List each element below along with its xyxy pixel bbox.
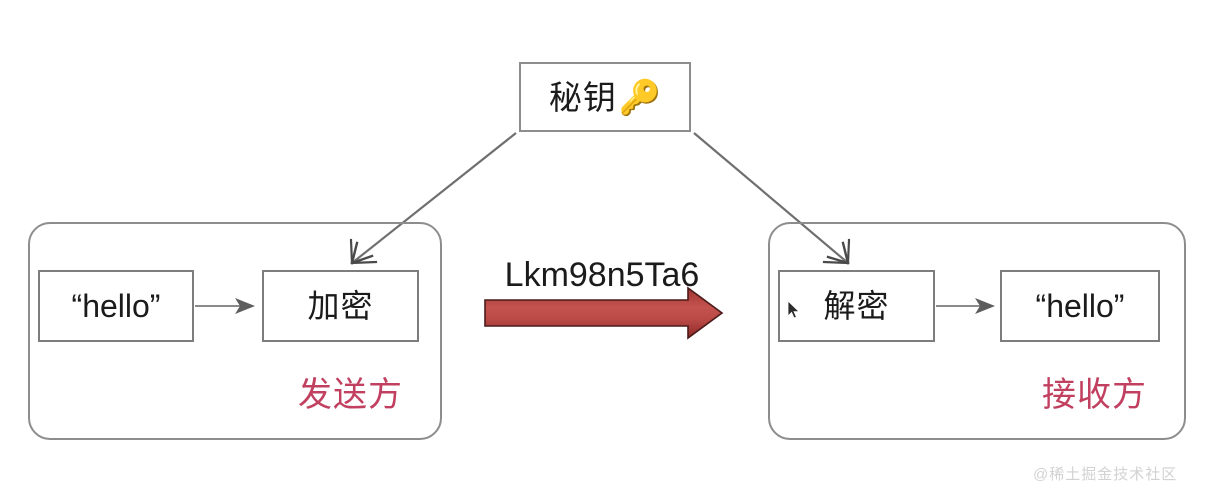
sender-plaintext-box: “hello” [38,270,194,342]
sender-container [28,222,442,440]
watermark-text: @稀土掘金技术社区 [1033,466,1178,483]
sender-plaintext-text: “hello” [71,288,161,324]
receiver-container [768,222,1186,440]
receiver-plaintext-text: “hello” [1035,288,1125,324]
ciphertext-label: Lkm98n5Ta6 [504,256,700,294]
receiver-label: 接收方 [1042,376,1147,414]
mouse-cursor-icon [787,300,800,319]
receiver-plaintext-box: “hello” [1000,270,1160,342]
encrypt-box: 加密 [262,270,419,342]
secret-key-box: 秘钥 🔑 [519,62,691,132]
key-icon: 🔑 [618,79,662,117]
encrypt-label: 加密 [307,288,374,324]
sender-label: 发送方 [298,376,403,414]
decrypt-label: 解密 [823,288,890,324]
ciphertext-transfer-arrow [484,286,724,340]
decrypt-box: 解密 [778,270,935,342]
secret-key-label: 秘钥 [548,78,617,116]
